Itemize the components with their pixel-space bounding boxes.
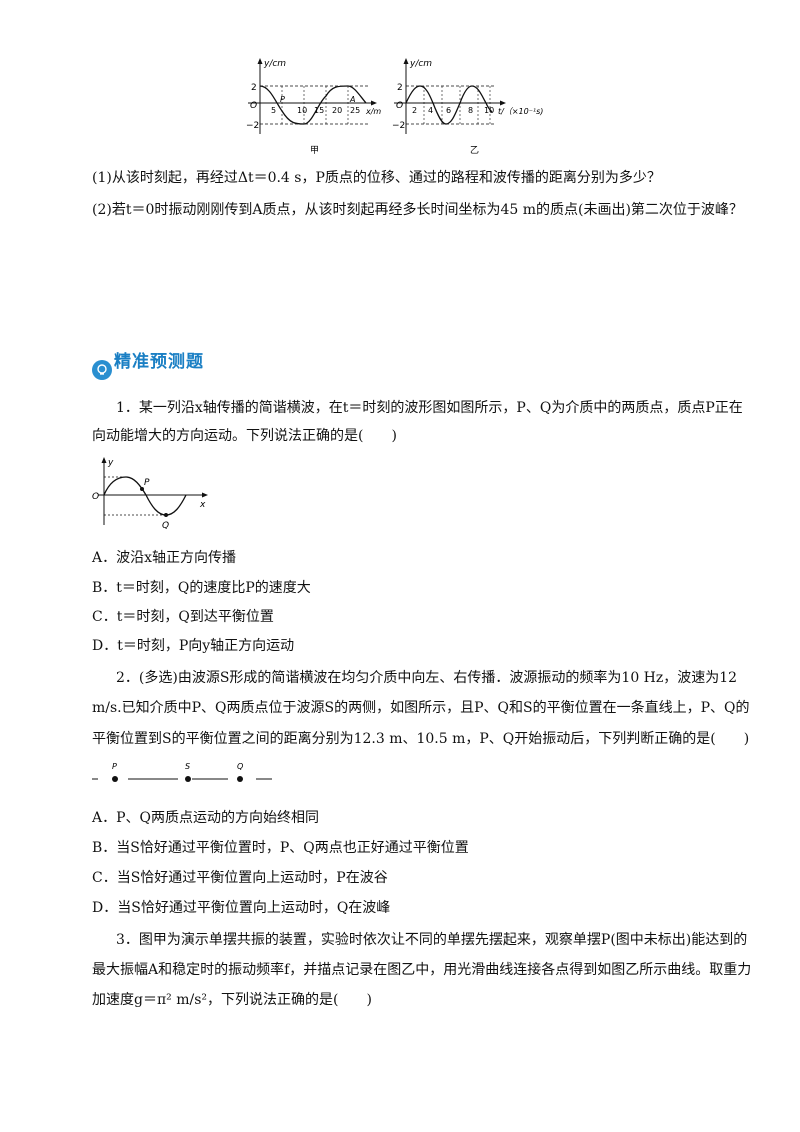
q2-point-q: Q [237, 762, 243, 771]
right-x-label: t/（×10⁻¹s) [498, 107, 543, 116]
left-figure-caption: 甲 [310, 145, 319, 156]
left-point-p: P [280, 95, 285, 104]
top-question-2: (2)若t＝0时振动刚刚传到A质点，从该时刻起再经多长时间坐标为45 m的质点(… [92, 202, 743, 218]
top-figure-right: y/cm O 2 −2 2 4 6 8 10 t/（×10⁻¹s) 乙 [392, 58, 543, 156]
q3-stem-line2: 最大振幅A和稳定时的振动频率f，并描点记录在图乙中，用光滑曲线连接各点得到如图乙… [92, 962, 752, 978]
q2-point-s: S [185, 762, 190, 771]
q3-stem-line1: 3．图甲为演示单摆共振的装置，实验时依次让不同的单摆先摆起来，观察单摆P(图中未… [116, 932, 748, 948]
q3-stem-line3: 加速度g＝π² m/s²，下列说法正确的是( ) [92, 992, 372, 1008]
right-xtick: 8 [468, 106, 473, 115]
q1-point-q: Q [162, 521, 169, 531]
q2-option-c[interactable]: C．当S恰好通过平衡位置向上运动时，P在波谷 [92, 870, 388, 886]
section-title: 精准预测题 [114, 352, 204, 372]
top-question-1: (1)从该时刻起，再经过Δt＝0.4 s，P质点的位移、通过的路程和波传播的距离… [92, 170, 661, 186]
q2-option-b[interactable]: B．当S恰好通过平衡位置时，P、Q两点也正好通过平衡位置 [92, 840, 469, 856]
right-xtick: 6 [446, 106, 451, 115]
left-ytick-pos: 2 [251, 83, 257, 93]
q2-stem-line3: 平衡位置到S的平衡位置之间的距离分别为12.3 m、10.5 m，P、Q开始振动… [92, 731, 750, 747]
left-xtick: 10 [297, 106, 307, 115]
q2-stem-line2: m/s.已知介质中P、Q两质点位于波源S的两侧，如图所示，且P、Q和S的平衡位置… [92, 700, 750, 716]
right-ytick-neg: −2 [392, 121, 405, 131]
q1-origin: O [92, 492, 99, 502]
q1-stem-line1: 1．某一列沿x轴传播的简谐横波，在t＝时刻的波形图如图所示，P、Q为介质中的两质… [116, 400, 743, 416]
q1-option-a[interactable]: A．波沿x轴正方向传播 [92, 550, 237, 566]
q2-line-figure: P S Q [92, 762, 272, 782]
left-xtick: 15 [314, 106, 324, 115]
left-xtick: 5 [271, 106, 276, 115]
q1-stem-line2: 向动能增大的方向运动。下列说法正确的是( ) [92, 428, 397, 444]
q1-y-label: y [107, 458, 114, 468]
right-origin: O [396, 101, 403, 111]
right-xtick: 2 [412, 106, 417, 115]
left-point-a: A [349, 95, 355, 104]
right-xtick: 4 [428, 106, 433, 115]
q2-option-a[interactable]: A．P、Q两质点运动的方向始终相同 [92, 810, 320, 826]
q2-stem-line1: 2．(多选)由波源S形成的简谐横波在均匀介质中向左、右传播．波源振动的频率为10… [116, 670, 738, 686]
q1-wave-figure: y O P Q x [92, 457, 208, 531]
top-figure-left: y/cm O 2 −2 P A 5 10 15 20 25 x/m 甲 [246, 58, 381, 156]
q1-point-p: P [144, 478, 150, 488]
right-y-label: y/cm [409, 59, 432, 69]
q1-option-b[interactable]: B．t＝时刻，Q的速度比P的速度大 [92, 580, 311, 596]
left-xtick: 20 [332, 106, 342, 115]
lightbulb-icon [92, 360, 112, 380]
left-y-label: y/cm [263, 59, 286, 69]
q1-x-label: x [199, 500, 206, 510]
q2-option-d[interactable]: D．当S恰好通过平衡位置向上运动时，Q在波峰 [92, 900, 391, 916]
q1-option-c[interactable]: C．t＝时刻，Q到达平衡位置 [92, 609, 274, 625]
q2-point-p: P [112, 762, 117, 771]
right-xtick: 10 [484, 106, 494, 115]
left-origin: O [250, 101, 257, 111]
left-ytick-neg: −2 [246, 121, 259, 131]
left-x-label: x/m [365, 107, 381, 116]
right-ytick-pos: 2 [397, 83, 403, 93]
q1-option-d[interactable]: D．t＝时刻，P向y轴正方向运动 [92, 638, 295, 654]
left-xtick: 25 [350, 106, 360, 115]
right-figure-caption: 乙 [470, 145, 479, 156]
